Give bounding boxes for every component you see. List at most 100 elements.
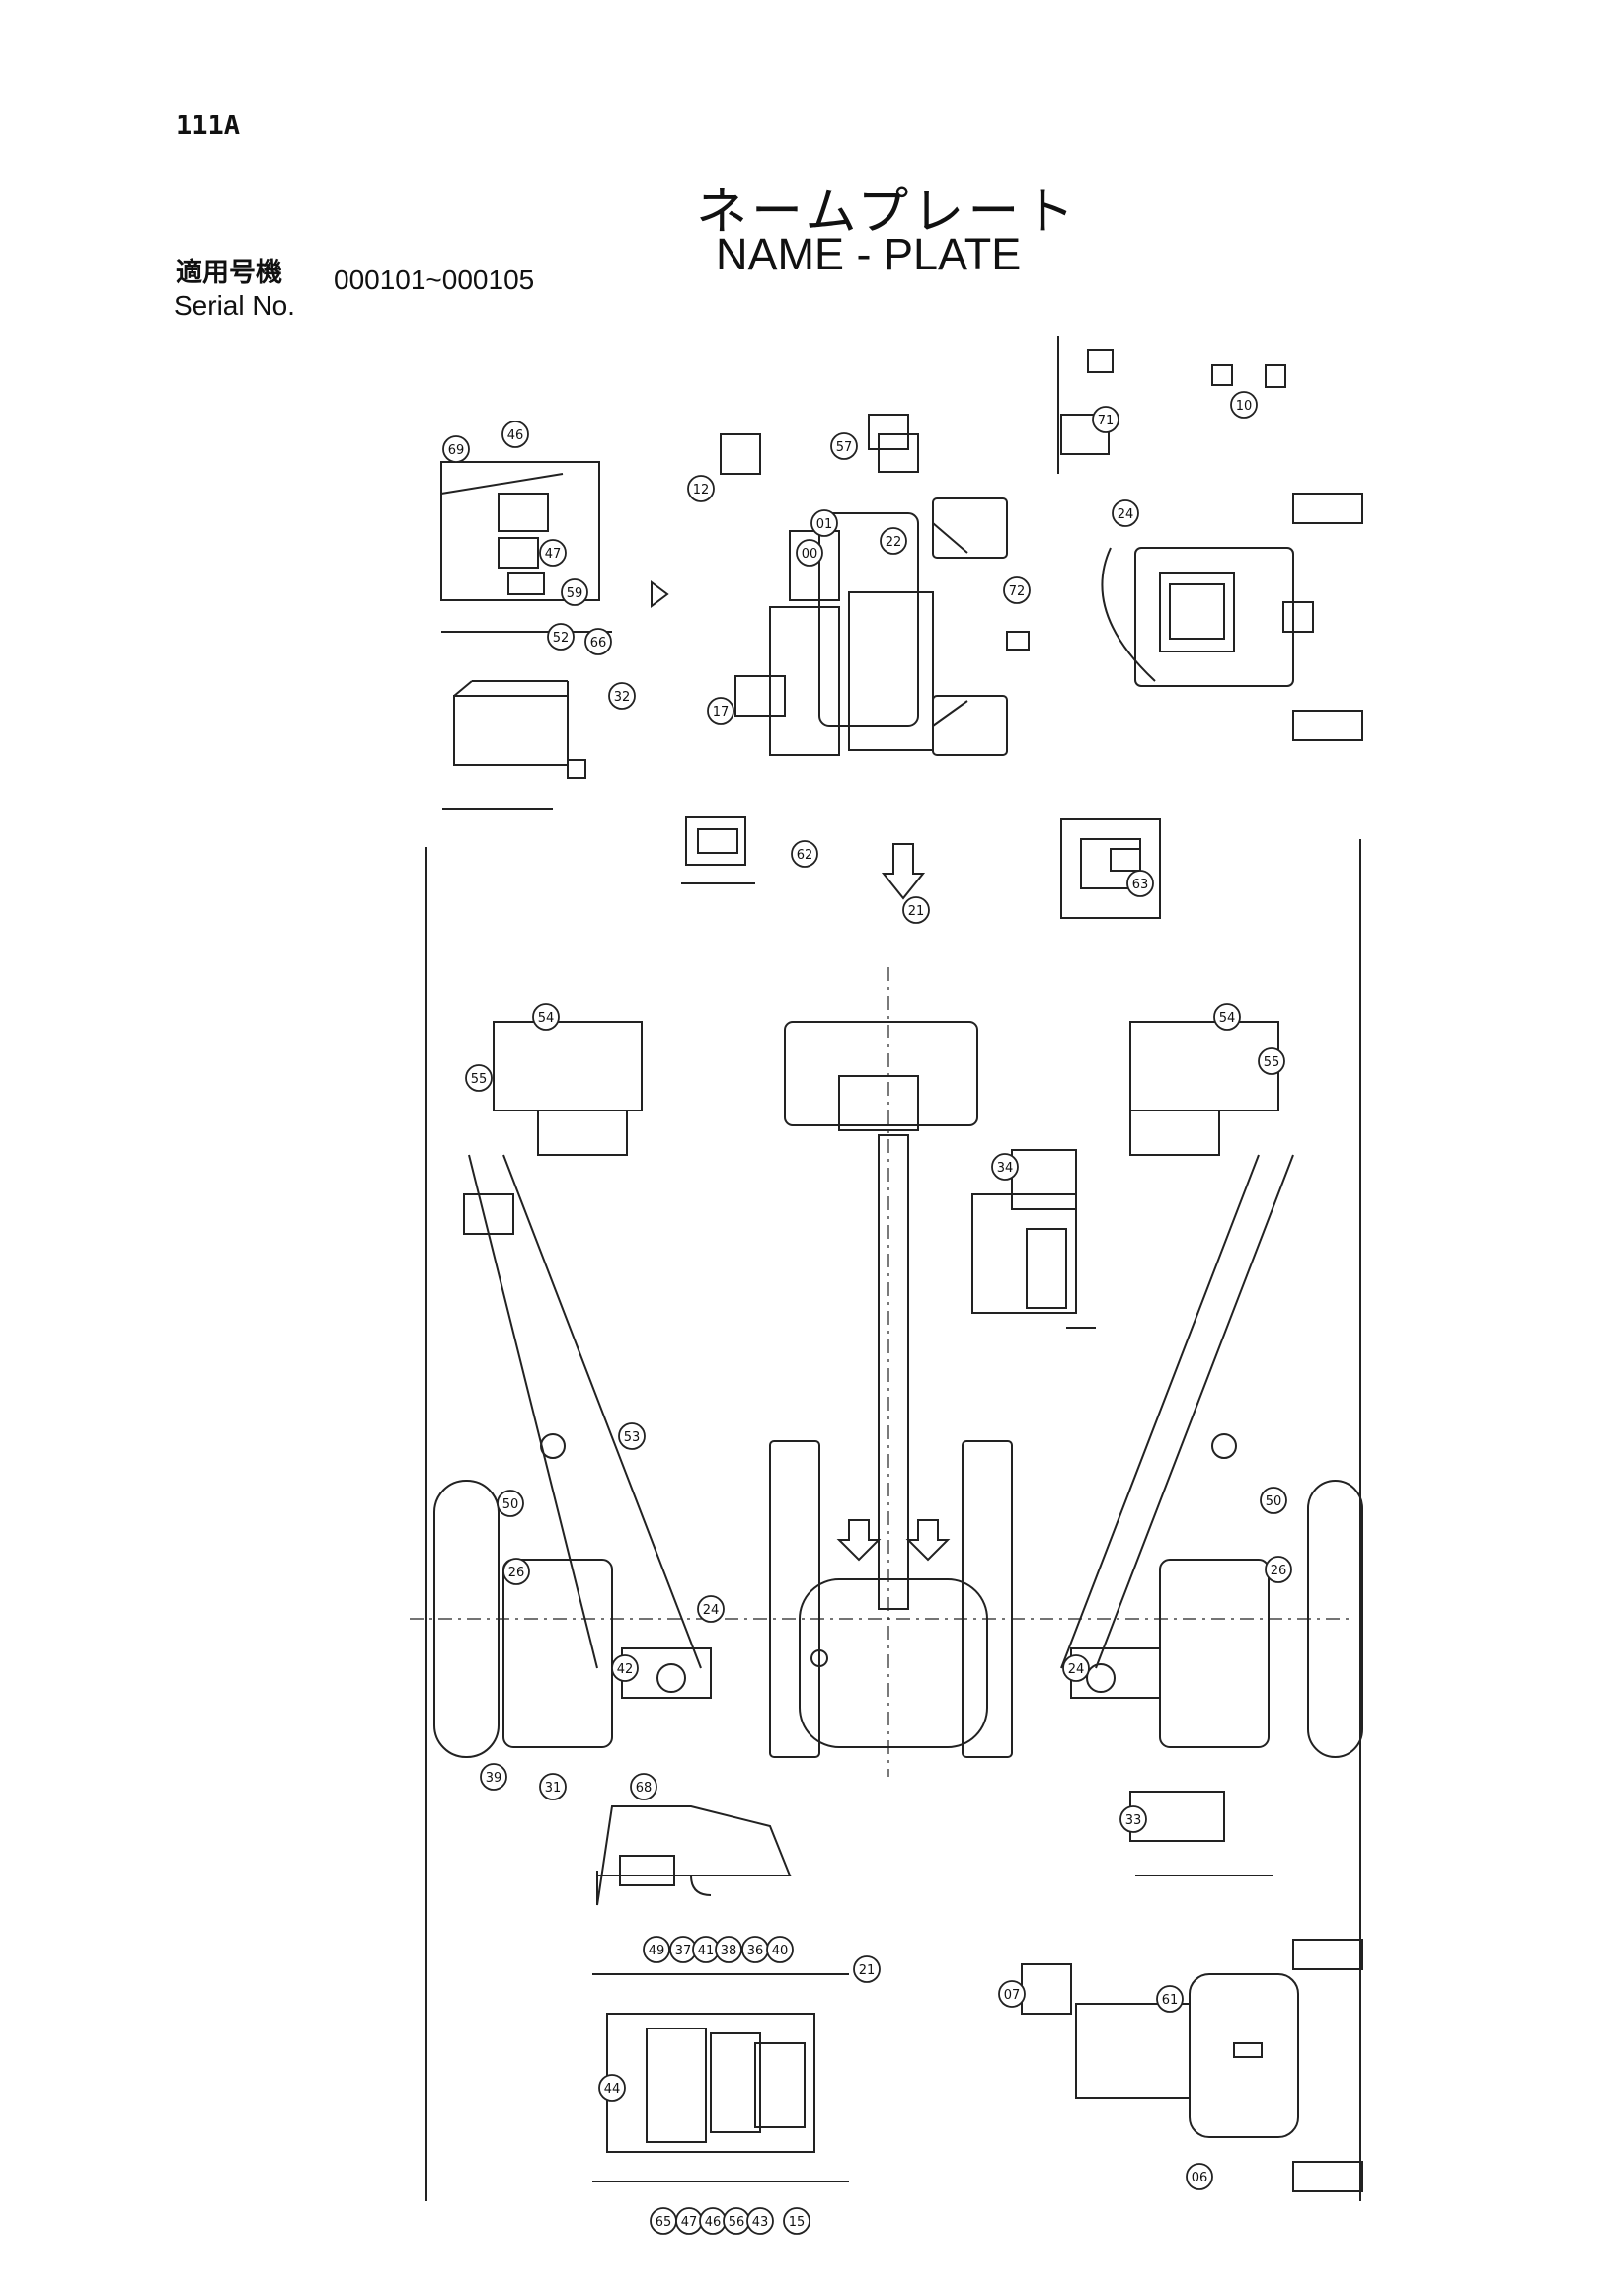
detail-box <box>442 680 586 810</box>
callout-circle <box>1260 1487 1287 1514</box>
serial-label-jp: 適用号機 <box>176 258 282 288</box>
callout-circle <box>830 432 858 460</box>
callout-label: 37 <box>675 1944 692 1958</box>
callout-label: 38 <box>721 1944 737 1958</box>
callout-label: 59 <box>567 586 583 601</box>
callout-circle <box>1258 1047 1285 1075</box>
callout-circle <box>880 527 907 555</box>
callout-circle <box>810 509 838 537</box>
callout-label: 44 <box>604 2082 621 2097</box>
callout-circle <box>618 1422 646 1450</box>
callout-label: 66 <box>590 636 607 651</box>
callout-label: 50 <box>1266 1494 1282 1509</box>
callout-circle <box>1126 870 1154 897</box>
callout-label: 21 <box>859 1963 876 1978</box>
callout-label: 63 <box>1132 878 1149 892</box>
callout-label: 24 <box>703 1603 720 1618</box>
callout-label: 54 <box>538 1011 555 1026</box>
callout-label: 52 <box>553 631 570 646</box>
page-code: 111A <box>176 111 241 141</box>
callout-circle <box>1186 2163 1213 2190</box>
callout-circle <box>630 1773 657 1800</box>
detail-arrow <box>881 843 926 900</box>
detail-top-right-plate <box>1057 336 1286 474</box>
callout-circle <box>791 840 818 868</box>
callout-circle <box>715 1936 742 1963</box>
callout-label: 24 <box>1118 507 1134 522</box>
callout-label: 17 <box>713 705 730 720</box>
callout-label: 62 <box>797 848 813 863</box>
callout-label: 36 <box>747 1944 764 1958</box>
callout-circle <box>853 1955 881 1983</box>
callout-label: 42 <box>617 1662 634 1677</box>
callout-label: 26 <box>508 1566 525 1580</box>
callout-circle <box>707 697 734 725</box>
callout-circle <box>501 421 529 448</box>
callout-label: 69 <box>448 443 465 458</box>
callout-label: 07 <box>1004 1988 1021 2003</box>
side-view-right <box>1060 1021 1363 1758</box>
callout-circle <box>598 2074 626 2102</box>
callout-label: 61 <box>1162 1993 1179 2008</box>
callout-label: 01 <box>816 517 833 532</box>
callout-label: 34 <box>997 1161 1014 1176</box>
callout-circle <box>539 1773 567 1800</box>
callout-circle <box>502 1558 530 1585</box>
page-title-en: NAME - PLATE <box>716 229 1022 279</box>
callout-label: 54 <box>1219 1011 1236 1026</box>
callout-label: 06 <box>1192 2171 1208 2185</box>
page-title-jp: ネームプレート <box>696 183 1079 242</box>
callout-label: 55 <box>1264 1055 1280 1070</box>
callout-circle <box>1156 1985 1184 2013</box>
callout-label: 65 <box>656 2215 672 2230</box>
callout-circle <box>1119 1805 1147 1833</box>
callout-circle <box>991 1153 1019 1181</box>
callout-circle <box>998 1980 1026 2008</box>
callout-circle <box>1003 576 1031 604</box>
callout-circle <box>1062 1654 1090 1682</box>
callout-label: 57 <box>836 440 853 455</box>
detail-cab-roof <box>596 1805 792 1906</box>
callout-circle <box>902 896 930 924</box>
callout-label: 40 <box>772 1944 789 1958</box>
callout-label: 72 <box>1009 584 1026 599</box>
callout-label: 47 <box>681 2215 698 2230</box>
callout-circle <box>465 1064 493 1092</box>
callout-circle <box>1230 391 1258 419</box>
callout-label: 46 <box>507 428 524 443</box>
callout-label: 71 <box>1098 414 1115 428</box>
callout-label: 55 <box>471 1072 488 1087</box>
callout-label: 15 <box>789 2215 806 2230</box>
callout-circle <box>1112 499 1139 527</box>
callout-label: 47 <box>545 547 562 562</box>
callout-circle <box>532 1003 560 1031</box>
callout-circle <box>766 1936 794 1963</box>
callout-circle <box>1092 406 1119 433</box>
callout-circle <box>687 475 715 502</box>
callout-label: 00 <box>802 547 818 562</box>
callout-label: 53 <box>624 1430 641 1445</box>
rear-view-center <box>769 1021 1013 1758</box>
callout-circle <box>608 682 636 710</box>
side-view-left <box>433 1021 712 1758</box>
callout-label: 68 <box>636 1781 653 1796</box>
detail-engine <box>971 1149 1096 1329</box>
callout-circle <box>442 435 470 463</box>
callout-circle <box>480 1763 507 1791</box>
callout-label: 39 <box>486 1771 502 1786</box>
callout-label: 41 <box>698 1944 715 1958</box>
detail-upper-structure <box>720 414 1030 756</box>
callout-label: 56 <box>729 2215 745 2230</box>
callout-circle <box>539 539 567 567</box>
serial-range: 000101~000105 <box>334 265 535 295</box>
callout-circle <box>497 1490 524 1517</box>
callout-label: 22 <box>886 535 902 550</box>
detail-cab-panel <box>440 461 669 633</box>
callout-label: 43 <box>752 2215 769 2230</box>
callout-circle <box>643 1936 670 1963</box>
callout-label: 24 <box>1068 1662 1085 1677</box>
callout-circle <box>584 628 612 655</box>
callout-label: 50 <box>502 1497 519 1512</box>
